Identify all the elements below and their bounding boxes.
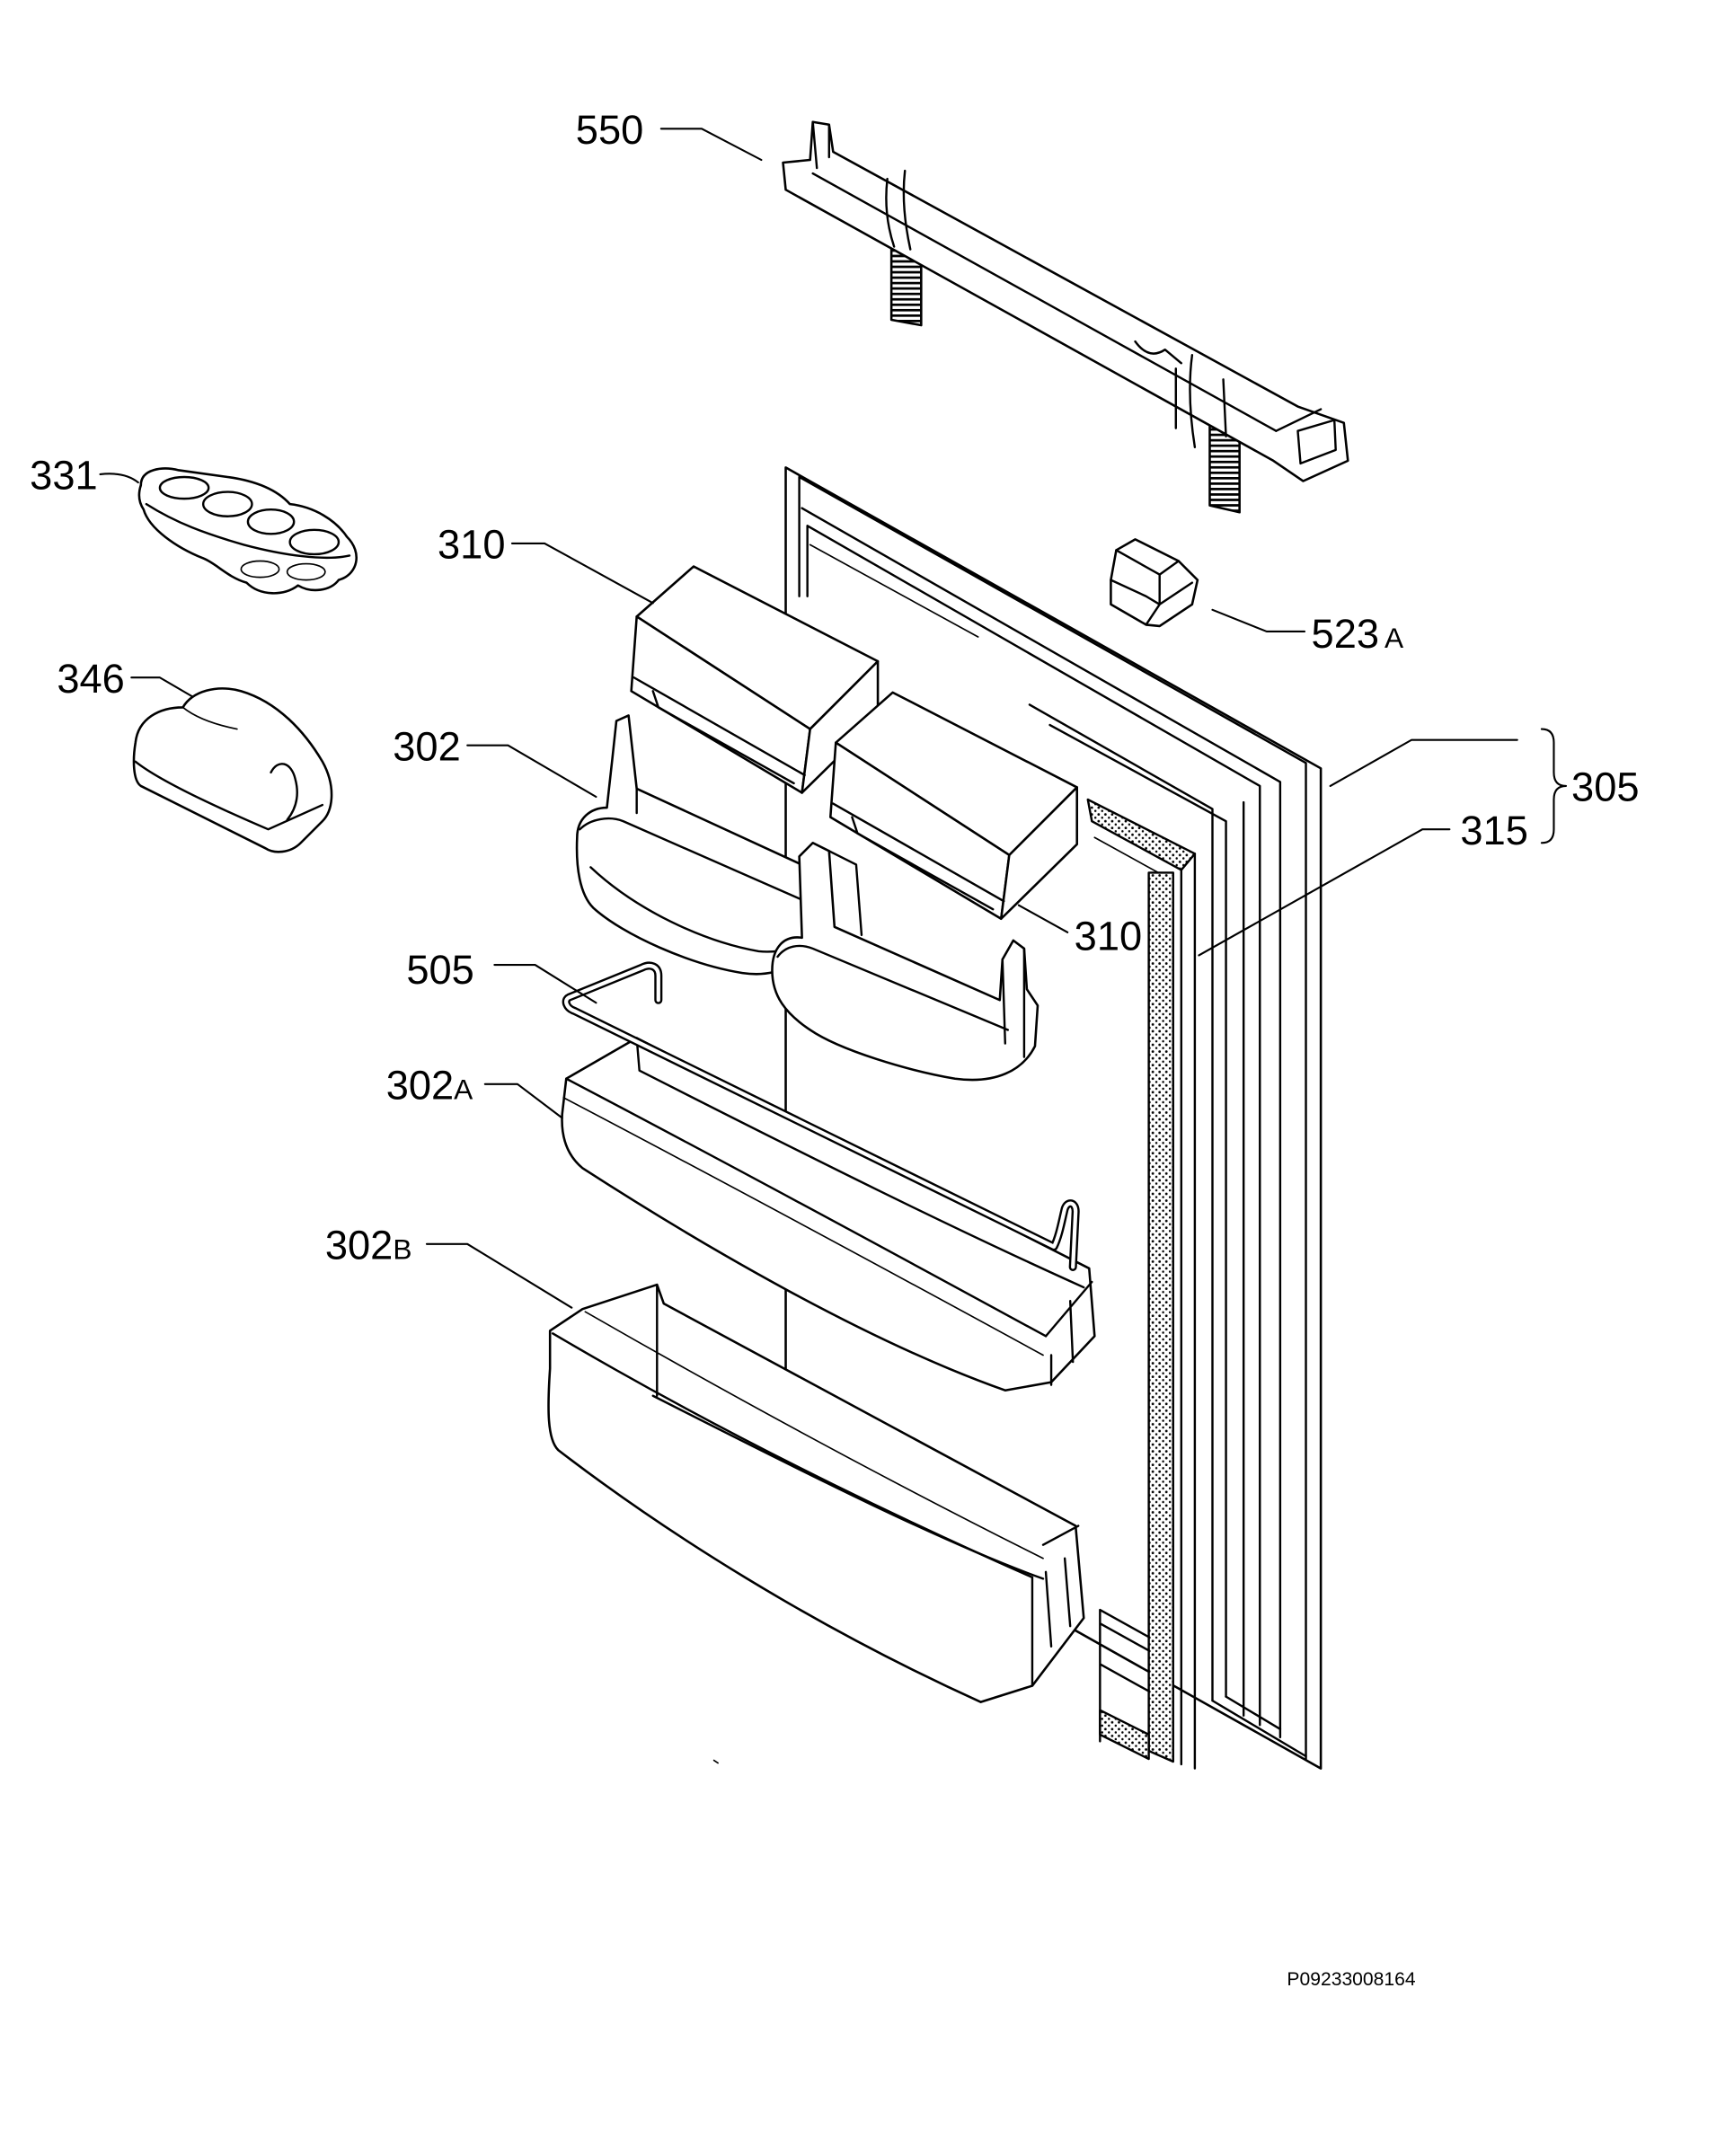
egg-cup: [286, 562, 326, 581]
hinge-collar-left: [885, 169, 912, 251]
leader-line-302: [466, 744, 597, 799]
shelf-clip-lines: [827, 850, 1026, 1058]
part-346-butter-dish: [132, 687, 333, 853]
part-302a-door-bin: [561, 1037, 1096, 1392]
callout-550: 550: [576, 107, 643, 153]
egg-cup: [288, 528, 341, 556]
door-recess-line: [809, 543, 979, 638]
leader-line-310-lower: [1017, 904, 1069, 933]
leader-line-315: [1198, 828, 1451, 957]
part-523a-block: [1110, 538, 1199, 628]
bin-end-clip: [1031, 1524, 1080, 1687]
leader-line-346: [130, 676, 194, 698]
shelf-outline: [771, 841, 1040, 1082]
hinge-bar-edge: [811, 172, 1278, 432]
block-outline: [1110, 538, 1199, 628]
shelf-rim: [579, 817, 803, 901]
part-550-hinge-bar: [782, 120, 1349, 514]
door-edge-line: [798, 475, 1307, 1761]
hinge-notch: [1134, 340, 1227, 449]
door-bottom-lines: [1211, 1695, 1307, 1758]
bin-inner-floor: [651, 1283, 1045, 1580]
leader-line-302b: [425, 1242, 573, 1309]
part-331-egg-tray: [137, 467, 358, 595]
callout-505: 505: [406, 947, 473, 993]
bin-rim-inner: [584, 1311, 1044, 1560]
part-302b-door-bin: [547, 1283, 1085, 1703]
shelf-rim: [776, 944, 1010, 1031]
callout-310-lower: 310: [1075, 913, 1142, 959]
egg-cup: [158, 475, 210, 500]
cover-lip: [832, 802, 1005, 911]
egg-tray-outline: [137, 467, 358, 595]
leader-line-302a: [483, 1082, 563, 1119]
callout-346: 346: [57, 656, 124, 702]
butter-dish-ridge: [181, 706, 238, 730]
door-panel-top: [1028, 703, 1245, 1717]
shelf-outline: [575, 714, 814, 976]
butter-dish-notch: [270, 763, 298, 821]
callout-310-upper: 310: [438, 521, 505, 567]
bin-front-line: [562, 1097, 1044, 1356]
butter-dish-base: [134, 760, 324, 831]
egg-cup: [201, 490, 253, 517]
part-302-shelf-right: [771, 841, 1040, 1082]
bin-front-rim: [565, 1077, 1048, 1338]
door-liner-inner: [806, 525, 1261, 1727]
leader-line-331: [99, 473, 139, 484]
egg-tray-rim: [145, 502, 351, 560]
bin-inner-floor: [635, 1037, 1085, 1289]
stray-mark: [712, 1759, 719, 1764]
bin-outline: [547, 1283, 1085, 1703]
gasket-side-lines: [1180, 853, 1197, 1770]
callout-331: 331: [30, 453, 97, 499]
hinge-bar-tab: [811, 120, 830, 170]
part-505-retaining-wire: [562, 961, 1080, 1271]
gasket-side-strip: [1147, 871, 1174, 1763]
callout-302a: 302A: [386, 1062, 473, 1108]
callout-302: 302: [393, 723, 460, 769]
part-310-cover-lower: [829, 691, 1078, 921]
leader-line-505: [493, 963, 597, 1004]
leader-line-305: [1329, 738, 1518, 787]
egg-cup: [246, 508, 296, 535]
bin-end-clip: [1044, 1280, 1093, 1386]
gasket-bottom-corner: [1099, 1608, 1150, 1743]
part-315-gasket: [1086, 798, 1197, 1770]
wire-inner: [564, 963, 1078, 1269]
callout-315: 315: [1460, 808, 1527, 853]
egg-cup: [240, 560, 280, 579]
callout-302b: 302B: [325, 1222, 412, 1268]
brace-305: [1540, 728, 1568, 844]
drawing-code: P09233008164: [1287, 1969, 1415, 1990]
leader-line-523a: [1211, 608, 1306, 633]
callout-305: 305: [1571, 764, 1639, 810]
cover-side-face: [999, 786, 1078, 921]
door-liner-outer: [801, 507, 1282, 1739]
hinge-tube-end: [1275, 408, 1337, 465]
bin-outline: [561, 1037, 1096, 1392]
leader-line-310-upper: [510, 542, 654, 605]
block-edges: [1110, 549, 1194, 626]
leader-line-550: [659, 128, 763, 162]
leader-lines: [99, 128, 1568, 1309]
part-310-cover-upper: [630, 565, 880, 794]
cover-lip: [633, 676, 806, 785]
